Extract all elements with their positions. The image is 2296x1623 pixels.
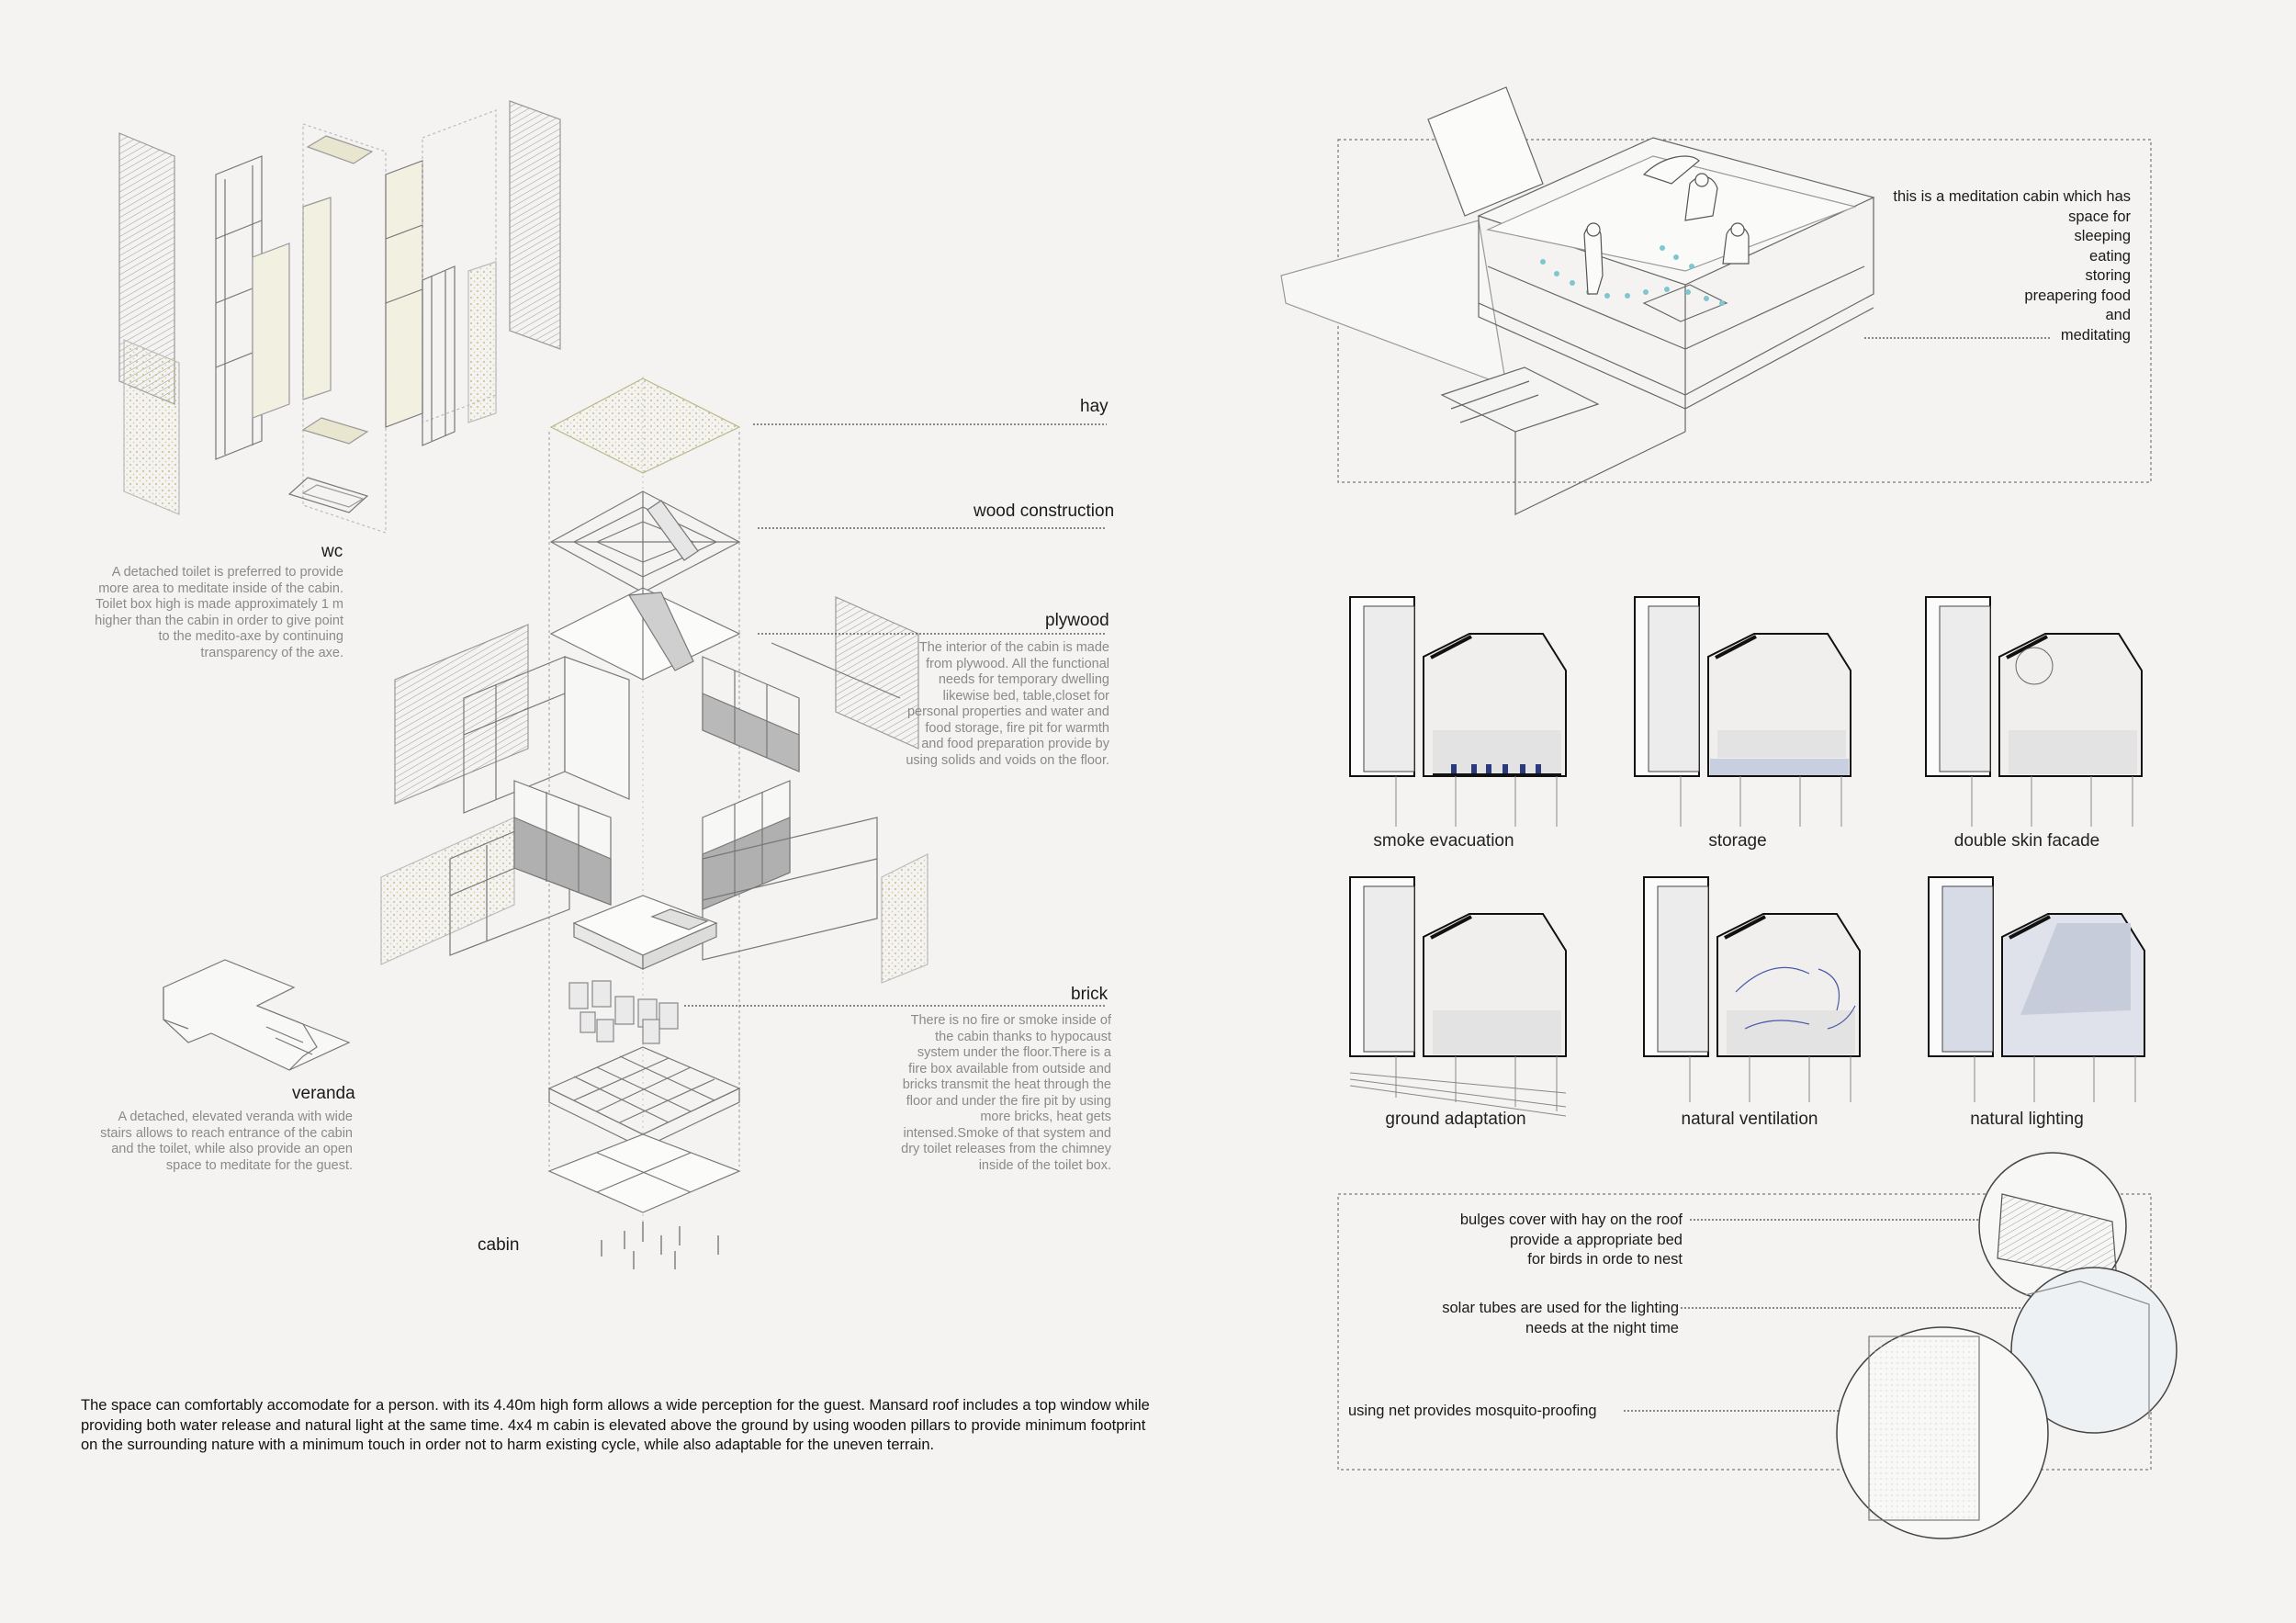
intro-line: preapering food (2024, 287, 2131, 304)
hay-roof-note: bulges cover with hay on the roof provid… (1350, 1211, 1683, 1270)
note-line: needs at the night time (1525, 1319, 1679, 1336)
caption-ground-adaptation: ground adaptation (1385, 1110, 1526, 1129)
bottom-description: The space can comfortably accomodate for… (81, 1397, 1150, 1453)
label-veranda: veranda (292, 1084, 355, 1103)
intro-line: and (2105, 307, 2131, 323)
note-line: bulges cover with hay on the roof (1459, 1212, 1683, 1228)
veranda-drawing (163, 959, 351, 1071)
intro-text-block: this is a meditation cabin which has spa… (1818, 187, 2131, 345)
intro-line: storing (2085, 267, 2131, 284)
caption-natural-lighting: natural lighting (1970, 1110, 2084, 1129)
label-wc: wc (321, 542, 343, 561)
note-line: solar tubes are used for the lighting (1442, 1300, 1679, 1316)
details-panel (1337, 1152, 2178, 1539)
brick-description: There is no fire or smoke inside of the … (901, 1013, 1111, 1173)
wc-exploded-drawing (118, 100, 561, 534)
label-plywood: plywood (1045, 611, 1109, 630)
intro-line: eating (2089, 247, 2131, 265)
caption-double-skin-facade: double skin facade (1953, 831, 2100, 851)
section-smoke-evacuation (1349, 596, 1567, 827)
section-diagrams (1349, 596, 2145, 1117)
meditation-cabin-axonometric (1280, 86, 2152, 515)
label-cabin: cabin (478, 1235, 520, 1255)
wc-description: A detached toilet is preferred to provid… (95, 565, 343, 660)
solar-tube-note: solar tubes are used for the lighting ne… (1341, 1299, 1679, 1338)
intro-line: this is a meditation cabin which has (1893, 188, 2131, 205)
caption-storage: storage (1708, 831, 1767, 851)
plywood-description: The interior of the cabin is made from p… (906, 640, 1109, 768)
label-brick: brick (1071, 985, 1109, 1004)
veranda-description: A detached, elevated veranda with wide s… (100, 1110, 353, 1173)
caption-natural-ventilation: natural ventilation (1681, 1110, 1818, 1129)
note-line: for birds in orde to nest (1527, 1251, 1683, 1268)
note-line: provide a appropriate bed (1509, 1231, 1683, 1248)
section-natural-ventilation (1643, 876, 1861, 1102)
intro-line: sleeping (2074, 228, 2131, 244)
section-natural-lighting (1928, 876, 2145, 1102)
section-storage (1634, 596, 1851, 827)
label-hay: hay (1080, 397, 1109, 416)
caption-smoke-evacuation: smoke evacuation (1373, 831, 1514, 851)
exploded-leader-lines (684, 423, 1107, 1007)
mosquito-net-note: using net provides mosquito-proofing (1348, 1403, 1597, 1419)
label-wood-construction: wood construction (974, 502, 1115, 521)
section-ground-adaptation (1349, 876, 1567, 1117)
cabin-exploded-axonometric (380, 377, 929, 1269)
intro-line: meditating (2060, 326, 2131, 344)
solar-tube-detail-circle (2010, 1267, 2178, 1434)
intro-line: space for (2068, 208, 2131, 225)
section-double-skin-facade (1925, 596, 2143, 827)
